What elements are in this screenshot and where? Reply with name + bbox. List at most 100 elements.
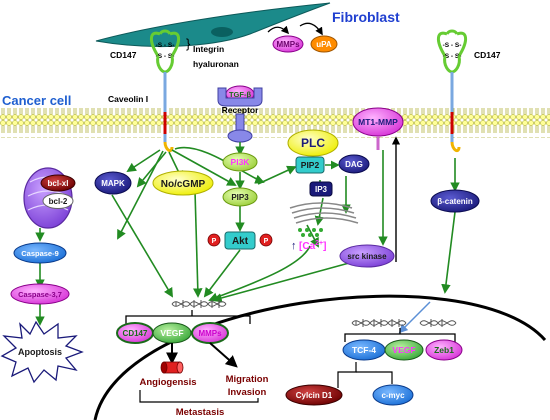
blood-vessel-icon (160, 361, 184, 374)
svg-text:-S - S-: -S - S- (443, 53, 462, 60)
up-arrow: ↑ (291, 240, 297, 252)
svg-text:PI3K: PI3K (231, 157, 251, 167)
gene-zeb1: Zeb1 (425, 339, 463, 361)
svg-text:bcl-2: bcl-2 (49, 197, 68, 206)
bcl-xl: bcl-xl (40, 174, 76, 192)
hyaluronan-label: hyaluronan (193, 59, 239, 69)
svg-text:Zeb1: Zeb1 (434, 345, 454, 355)
dag: DAG (338, 154, 370, 174)
apoptosis: Apoptosis (0, 320, 84, 384)
phospho-left (207, 233, 221, 247)
beta-catenin: β-catenin (430, 189, 480, 213)
svg-text:Cylcin D1: Cylcin D1 (296, 391, 333, 400)
pi3k: PI3K (222, 152, 258, 172)
fibroblast-label: Fibroblast (332, 9, 400, 25)
no-cgmp: No/cGMP (152, 170, 214, 196)
calcium-label: ↑ [Ca2+] (291, 240, 326, 252)
mmps-secreted: MMPs (272, 35, 304, 53)
svg-text:uPA: uPA (316, 40, 332, 49)
svg-text:Caspase-3,7: Caspase-3,7 (18, 290, 62, 299)
pip2: PIP2 (295, 156, 325, 174)
svg-text:PIP2: PIP2 (301, 160, 320, 170)
gene-mmps: MMPs (191, 322, 229, 344)
secretion-arrow-mmps (267, 25, 290, 35)
pip3: PIP3 (222, 187, 258, 207)
cyclin-d1: Cylcin D1 (285, 384, 343, 406)
tgf-beta-receptor: TGF-β Receptor (217, 85, 263, 143)
svg-text:-S - S-: -S - S- (156, 42, 175, 49)
integrin-label: Integrin (193, 44, 224, 54)
bracket-left (125, 315, 251, 324)
svg-text:PLC: PLC (301, 136, 325, 150)
cd147-tail-left (163, 141, 174, 153)
signaling-arrows (35, 142, 460, 326)
metastasis-bracket (139, 390, 259, 403)
svg-text:CD147: CD147 (123, 329, 148, 338)
cancer-cell-label: Cancer cell (2, 93, 71, 108)
tcf4-bracket (337, 362, 357, 388)
calcium-dots (298, 228, 323, 237)
cd147-right-label: CD147 (474, 50, 501, 60)
mapk: MAPK (94, 171, 132, 195)
dna-right (351, 319, 407, 327)
brace: } (186, 36, 191, 51)
svg-text:MMPs: MMPs (198, 329, 222, 338)
svg-text:TGF-β: TGF-β (229, 90, 251, 99)
migration-label: Migration (226, 374, 269, 385)
gene-vegf-right: VEGF (384, 339, 424, 361)
svg-text:MAPK: MAPK (101, 179, 125, 188)
receptor-label: Receptor (222, 105, 260, 115)
angiogenesis-label: Angiogensis (139, 377, 196, 388)
svg-text:bcl-xl: bcl-xl (48, 179, 69, 188)
gene-cd147: CD147 (116, 322, 154, 344)
svg-text:TCF-4: TCF-4 (352, 345, 376, 355)
svg-text:DAG: DAG (345, 160, 363, 169)
nuclear-envelope (93, 294, 547, 420)
caspase-9: Caspase-9 (13, 242, 67, 264)
calcium-text: [Ca2+] (299, 240, 326, 252)
gene-vegf-left: VEGF (152, 322, 192, 344)
plc: PLC (287, 129, 339, 157)
cd147-right: -S - S- -S - S- (437, 29, 467, 153)
svg-text:c-myc: c-myc (381, 391, 405, 400)
invasion-label: Invasion (228, 387, 267, 398)
phospho-right (259, 233, 273, 247)
svg-text:P: P (212, 238, 217, 245)
cd147-left: -S - S- -S - S- (150, 29, 180, 153)
mitochondrion: bcl-xl bcl-2 (23, 167, 76, 229)
mt1-mmp: MT1-MMP (352, 107, 404, 150)
metastasis-label: Metastasis (176, 407, 225, 418)
svg-text:VEGF: VEGF (160, 328, 183, 338)
fibroblast: Fibroblast (95, 2, 400, 48)
svg-text:VEGF: VEGF (392, 345, 415, 355)
c-myc: c-myc (372, 384, 414, 406)
svg-text:-S - S-: -S - S- (156, 53, 175, 60)
dna-left (171, 300, 227, 308)
fibroblast-nucleus (211, 27, 233, 37)
svg-text:src kinase: src kinase (347, 252, 387, 261)
gene-tcf4: TCF-4 (342, 339, 386, 361)
dna-right-2 (419, 319, 457, 327)
svg-text:No/cGMP: No/cGMP (161, 179, 206, 190)
cd147-tail-right (450, 141, 461, 153)
bcl-2: bcl-2 (42, 193, 74, 209)
svg-text:P: P (264, 238, 269, 245)
endoplasmic-reticulum (289, 202, 359, 224)
svg-text:β-catenin: β-catenin (437, 197, 473, 206)
arrow-to-tcf4 (398, 301, 431, 334)
svg-text:MT1-MMP: MT1-MMP (358, 117, 398, 127)
mmps-to-migration (209, 342, 238, 368)
svg-text:Caspase-9: Caspase-9 (21, 249, 59, 258)
cell-membrane (0, 108, 550, 138)
svg-text:Akt: Akt (232, 236, 249, 247)
caspase-3-7: Caspase-3,7 (10, 283, 70, 305)
akt: P P Akt (207, 231, 273, 250)
ip3: IP3 (309, 181, 333, 197)
secretion-arrow-upa (299, 22, 323, 36)
svg-text:-S - S-: -S - S- (443, 42, 462, 49)
src-kinase: src kinase (339, 244, 395, 268)
svg-text:MMPs: MMPs (276, 40, 300, 49)
cd147-left-label: CD147 (110, 50, 137, 60)
svg-text:PIP3: PIP3 (231, 193, 249, 202)
